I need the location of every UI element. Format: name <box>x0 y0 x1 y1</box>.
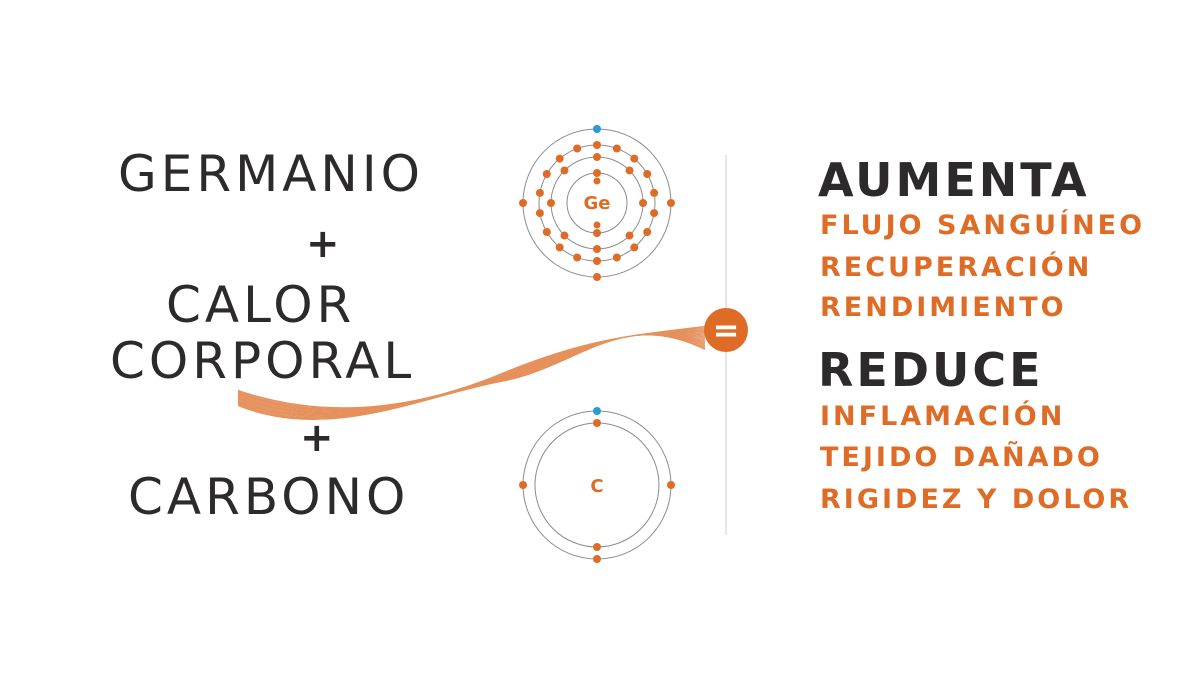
equals-icon: = <box>704 308 748 352</box>
electron <box>630 154 639 163</box>
electron <box>593 245 601 253</box>
electron <box>519 199 527 207</box>
germanium-symbol: Ge <box>584 193 611 214</box>
electron <box>535 209 544 218</box>
aumenta-heading: AUMENTA <box>818 153 1090 207</box>
wave-strand <box>237 331 706 411</box>
electron <box>612 144 621 153</box>
electron <box>593 273 601 281</box>
wave-strand <box>237 334 706 417</box>
electron <box>650 209 659 218</box>
electron <box>650 188 659 197</box>
reduce-heading: REDUCE <box>818 343 1044 397</box>
aumenta-item: RENDIMIENTO <box>820 292 1067 323</box>
electron <box>593 177 601 185</box>
germanio-label: GERMANIO <box>118 145 424 203</box>
reduce-item: TEJIDO DAÑADO <box>820 442 1103 473</box>
electron <box>593 555 601 563</box>
electron <box>643 170 652 178</box>
electron <box>555 154 564 163</box>
electron <box>667 481 675 489</box>
electron <box>542 228 551 236</box>
plus-sign: + <box>300 415 334 461</box>
calor-label: CALOR <box>166 276 356 334</box>
wave-strand <box>237 333 706 413</box>
reduce-item: RIGIDEZ Y DOLOR <box>820 484 1133 515</box>
wave-strand <box>237 333 706 416</box>
electron <box>593 419 601 427</box>
electron <box>573 144 582 153</box>
carbono-label: CARBONO <box>128 468 410 526</box>
electron <box>593 229 601 237</box>
reduce-item: INFLAMACIÓN <box>820 401 1066 432</box>
electron <box>630 243 639 252</box>
electron <box>667 199 675 207</box>
electron <box>560 231 569 240</box>
plus-sign: + <box>306 221 340 267</box>
germanium-atom-icon: Ge <box>519 125 675 281</box>
equals-symbol: = <box>713 311 740 349</box>
wave-strand <box>237 334 706 421</box>
electron <box>593 543 601 551</box>
wave-strand <box>237 333 706 415</box>
valence-electron <box>593 407 601 415</box>
corporal-label: CORPORAL <box>110 332 416 390</box>
aumenta-item: FLUJO SANGUÍNEO <box>820 210 1146 241</box>
aumenta-item: RECUPERACIÓN <box>820 252 1093 283</box>
electron <box>612 253 621 262</box>
wave-strand <box>237 331 706 412</box>
wave-strand <box>237 329 706 410</box>
wave-strand <box>237 333 706 415</box>
wave-strand <box>237 333 706 414</box>
wave-strand <box>237 325 706 408</box>
wave-strand <box>237 330 706 411</box>
carbon-symbol: C <box>590 476 603 497</box>
wave-strand <box>237 334 706 416</box>
electron <box>643 228 652 236</box>
electron <box>519 481 527 489</box>
electron <box>573 253 582 262</box>
electron <box>593 257 601 265</box>
valence-electron <box>593 125 601 133</box>
wave-strand <box>237 328 706 410</box>
wave-ribbon-icon <box>237 325 706 421</box>
carbon-atom-icon: C <box>519 407 675 563</box>
electron <box>560 166 569 175</box>
electron <box>542 170 551 178</box>
wave-strand <box>237 332 706 412</box>
electron <box>535 188 544 197</box>
wave-strand <box>237 326 706 409</box>
electron <box>593 153 601 161</box>
wave-strand <box>237 334 706 417</box>
electron <box>593 169 601 177</box>
wave-strand <box>237 334 706 418</box>
wave-strand <box>237 334 706 418</box>
wave-strand <box>237 333 706 414</box>
wave-strand <box>237 327 706 409</box>
electron <box>593 141 601 149</box>
wave-strand <box>237 332 706 413</box>
electron <box>555 243 564 252</box>
electron <box>625 166 634 175</box>
electron <box>547 199 555 207</box>
wave-strand <box>237 332 706 412</box>
electron <box>593 221 601 229</box>
electron <box>639 199 647 207</box>
electron <box>625 231 634 240</box>
